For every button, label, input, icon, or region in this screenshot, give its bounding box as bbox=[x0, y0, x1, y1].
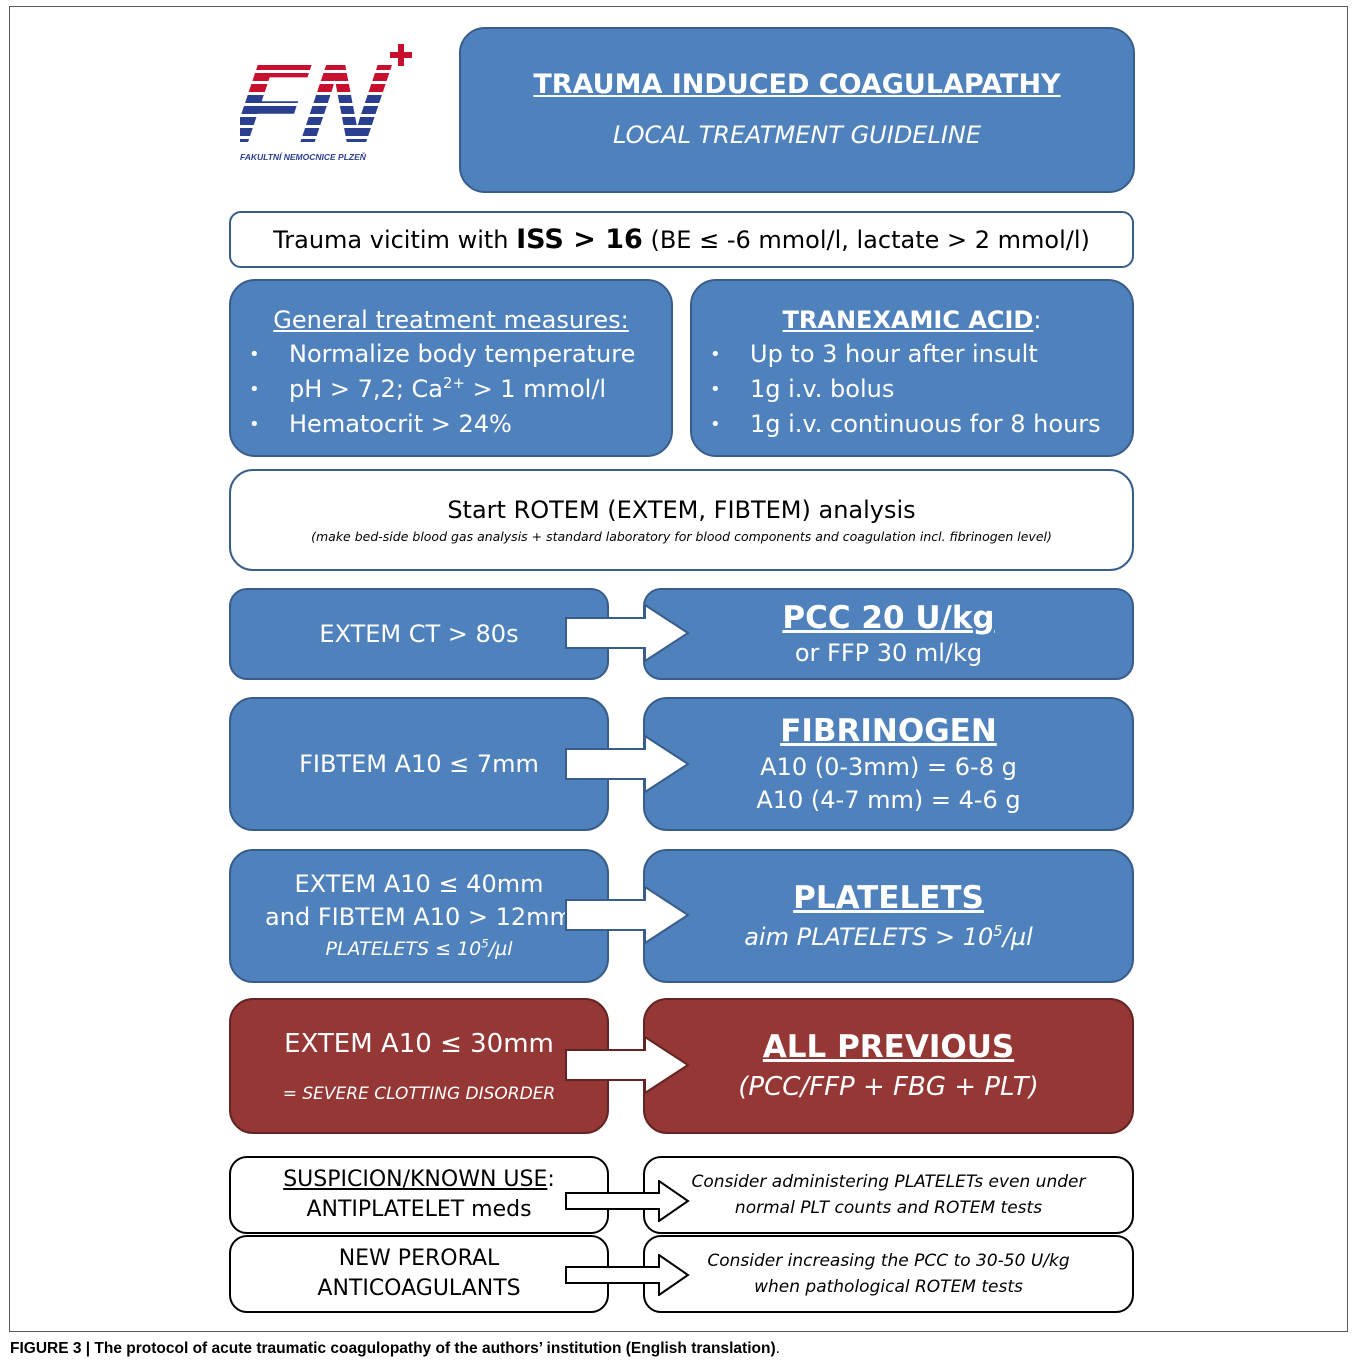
severe-condition-text: EXTEM A10 ≤ 30mm bbox=[284, 1029, 554, 1059]
special-action-text: Consider administering PLATELETs even un… bbox=[691, 1172, 1086, 1192]
tranexamic-list: Up to 3 hour after insult 1g i.v. bolus … bbox=[692, 337, 1101, 442]
rotem-note: (make bed-side blood gas analysis + stan… bbox=[311, 529, 1052, 544]
entry-criterion-box: Trauma vicitim with ISS > 16 (BE ≤ -6 mm… bbox=[229, 211, 1134, 268]
rule-action-title: FIBRINOGEN bbox=[780, 713, 997, 749]
tranexamic-item: 1g i.v. continuous for 8 hours bbox=[692, 407, 1101, 442]
rule-condition-text: and FIBTEM A10 > 12mm bbox=[265, 903, 573, 931]
rule-action-box: PCC 20 U/kg or FFP 30 ml/kg bbox=[643, 588, 1134, 680]
flow-arrow bbox=[565, 1254, 690, 1296]
rule-condition-text: FIBTEM A10 ≤ 7mm bbox=[299, 750, 539, 778]
rule-action-line: A10 (4-7 mm) = 4-6 g bbox=[756, 786, 1021, 814]
rule-condition-box: FIBTEM A10 ≤ 7mm bbox=[229, 697, 609, 831]
guideline-subtitle: LOCAL TREATMENT GUIDELINE bbox=[612, 121, 982, 149]
special-condition-text: ANTICOAGULANTS bbox=[317, 1276, 521, 1301]
tranexamic-item: Up to 3 hour after insult bbox=[692, 337, 1101, 372]
special-action-text: Consider increasing the PCC to 30-50 U/k… bbox=[707, 1251, 1070, 1271]
figure-caption-text: FIGURE 3 | The protocol of acute traumat… bbox=[10, 1340, 776, 1357]
tranexamic-heading: TRANEXAMIC ACID: bbox=[782, 306, 1042, 334]
figure-caption: FIGURE 3 | The protocol of acute traumat… bbox=[10, 1340, 780, 1358]
general-measures-list: Normalize body temperature pH > 7,2; Ca2… bbox=[231, 337, 635, 442]
flow-arrow bbox=[565, 886, 690, 944]
rule-action-line: or FFP 30 ml/kg bbox=[794, 639, 983, 667]
logo-subtitle: FAKULTNÍ NEMOCNICE PLZEŇ bbox=[240, 152, 366, 162]
entry-suffix: (BE ≤ -6 mmol/l, lactate > 2 mmol/l) bbox=[642, 226, 1090, 254]
rule-condition-text: EXTEM A10 ≤ 40mm bbox=[294, 870, 544, 898]
severe-action-box: ALL PREVIOUS (PCC/FFP + FBG + PLT) bbox=[643, 998, 1134, 1134]
rule-condition-box: EXTEM A10 ≤ 40mm and FIBTEM A10 > 12mm P… bbox=[229, 849, 609, 983]
severe-condition-box: EXTEM A10 ≤ 30mm = SEVERE CLOTTING DISOR… bbox=[229, 998, 609, 1134]
special-condition-box: NEW PERORAL ANTICOAGULANTS bbox=[229, 1235, 609, 1313]
fn-logo-mark: FN bbox=[240, 42, 412, 152]
flow-arrow bbox=[565, 604, 690, 662]
general-item: pH > 7,2; Ca2+ > 1 mmol/l bbox=[231, 372, 635, 407]
flow-arrow bbox=[565, 1180, 690, 1222]
hospital-logo: FN FAKULTNÍ NEMOCNICE PLZEŇ bbox=[240, 42, 420, 167]
tranexamic-item: 1g i.v. bolus bbox=[692, 372, 1101, 407]
special-condition-text: NEW PERORAL bbox=[338, 1246, 500, 1271]
rule-action-title: PCC 20 U/kg bbox=[782, 600, 995, 636]
rotem-box: Start ROTEM (EXTEM, FIBTEM) analysis (ma… bbox=[229, 469, 1134, 571]
figure-frame bbox=[9, 6, 1348, 1332]
severe-condition-note: = SEVERE CLOTTING DISORDER bbox=[282, 1084, 556, 1104]
rule-action-line: A10 (0-3mm) = 6-8 g bbox=[760, 753, 1017, 781]
general-item: Normalize body temperature bbox=[231, 337, 635, 372]
rotem-title: Start ROTEM (EXTEM, FIBTEM) analysis bbox=[447, 496, 916, 524]
rule-action-box: PLATELETS aim PLATELETS > 105/µl bbox=[643, 849, 1134, 983]
rule-action-line: aim PLATELETS > 105/µl bbox=[744, 922, 1033, 951]
special-condition-text: ANTIPLATELET meds bbox=[306, 1197, 532, 1222]
general-item: Hematocrit > 24% bbox=[231, 407, 635, 442]
rule-condition-box: EXTEM CT > 80s bbox=[229, 588, 609, 680]
rule-condition-text: EXTEM CT > 80s bbox=[319, 620, 519, 648]
general-measures-heading: General treatment measures: bbox=[273, 306, 629, 334]
special-action-box: Consider administering PLATELETs even un… bbox=[643, 1156, 1134, 1234]
severe-action-title: ALL PREVIOUS bbox=[762, 1029, 1015, 1065]
entry-criterion-text: Trauma vicitim with ISS > 16 (BE ≤ -6 mm… bbox=[273, 224, 1090, 255]
special-action-box: Consider increasing the PCC to 30-50 U/k… bbox=[643, 1235, 1134, 1313]
special-action-text: normal PLT counts and ROTEM tests bbox=[734, 1198, 1043, 1218]
special-action-text: when pathological ROTEM tests bbox=[754, 1277, 1023, 1297]
figure-caption-end: . bbox=[775, 1340, 780, 1357]
entry-prefix: Trauma vicitim with bbox=[273, 226, 517, 254]
flow-arrow bbox=[565, 735, 690, 793]
special-condition-box: SUSPICION/KNOWN USE: ANTIPLATELET meds bbox=[229, 1156, 609, 1234]
rule-action-title: PLATELETS bbox=[793, 880, 984, 916]
title-box: TRAUMA INDUCED COAGULAPATHY LOCAL TREATM… bbox=[459, 27, 1135, 193]
entry-iss: ISS > 16 bbox=[516, 224, 643, 255]
general-measures-box: General treatment measures: Normalize bo… bbox=[229, 279, 673, 457]
rule-action-box: FIBRINOGEN A10 (0-3mm) = 6-8 g A10 (4-7 … bbox=[643, 697, 1134, 831]
severe-action-line: (PCC/FFP + FBG + PLT) bbox=[738, 1072, 1039, 1102]
rule-condition-note: PLATELETS ≤ 105/µl bbox=[325, 936, 513, 960]
tranexamic-acid-box: TRANEXAMIC ACID: Up to 3 hour after insu… bbox=[690, 279, 1134, 457]
special-condition-text: SUSPICION/KNOWN USE: bbox=[283, 1167, 555, 1192]
guideline-title: TRAUMA INDUCED COAGULAPATHY bbox=[533, 69, 1061, 100]
flow-arrow bbox=[565, 1036, 690, 1094]
